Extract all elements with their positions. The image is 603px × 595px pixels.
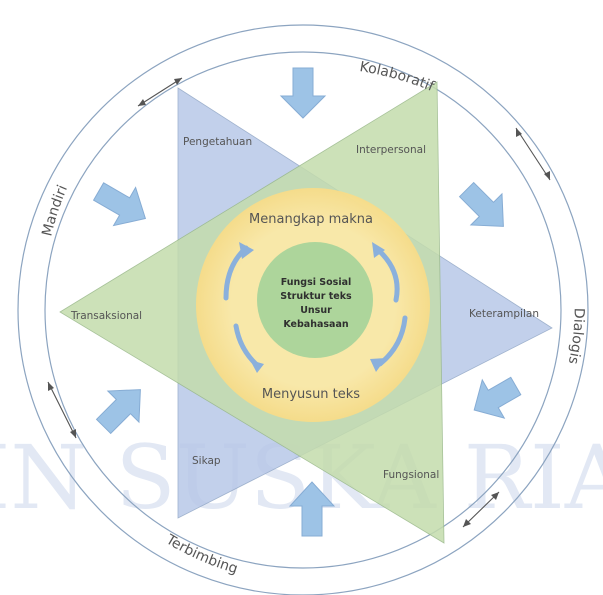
- label-transaksional: Transaksional: [70, 310, 142, 322]
- cycle-arrowhead-icon: [239, 242, 254, 259]
- inward-arrow-icon: [288, 481, 336, 537]
- inward-arrow-icon: [95, 389, 141, 435]
- inward-arrow-icon: [458, 181, 504, 227]
- double-arrow-icon: [137, 77, 183, 107]
- label-pengetahuan: Pengetahuan: [183, 136, 252, 148]
- svg-text:Kolaboratif: Kolaboratif: [358, 59, 437, 95]
- label-menangkap-makna: Menangkap makna: [249, 212, 373, 227]
- inward-arrow-icon: [473, 376, 522, 419]
- cycle-arrowhead-icon: [370, 358, 386, 372]
- inner-circle: [44, 51, 562, 569]
- label-menyusun-teks: Menyusun teks: [262, 387, 360, 402]
- core-line-unsur: Unsur: [300, 305, 332, 316]
- outer-circle: [17, 24, 589, 595]
- label-sikap: Sikap: [192, 455, 221, 467]
- double-arrow-icon: [515, 127, 551, 181]
- svg-text:Dialogis: Dialogis: [565, 308, 587, 366]
- cycle-arrowhead-icon: [250, 360, 264, 373]
- label-interpersonal: Interpersonal: [356, 144, 426, 156]
- label-terbimbing: Terbimbing: [162, 531, 239, 577]
- inward-arrow-icon: [92, 182, 147, 227]
- label-fungsional: Fungsional: [383, 469, 439, 481]
- inward-arrow-icon: [279, 67, 327, 119]
- double-arrow-icon: [47, 381, 77, 439]
- core-line-fungsi-sosial: Fungsi Sosial: [281, 277, 352, 288]
- double-arrow-icon: [462, 491, 500, 528]
- core-line-struktur-teks: Struktur teks: [280, 291, 352, 302]
- label-keterampilan: Keterampilan: [469, 308, 539, 320]
- cycle-arrowhead-icon: [372, 242, 385, 258]
- label-dialogis: Dialogis: [565, 308, 587, 366]
- label-kolaboratif: Kolaboratif: [358, 59, 437, 95]
- svg-text:Terbimbing: Terbimbing: [162, 531, 239, 577]
- core-line-kebahasaan: Kebahasaan: [283, 319, 348, 330]
- core-circle: [257, 242, 373, 358]
